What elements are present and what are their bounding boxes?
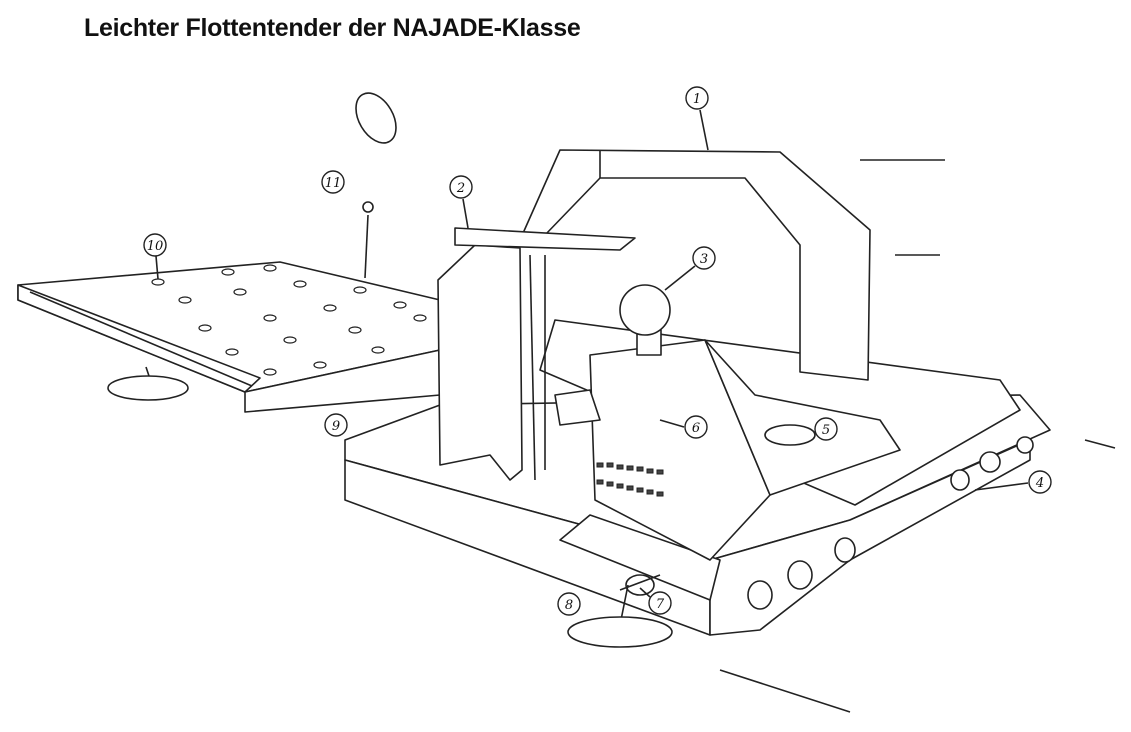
svg-text:1: 1 xyxy=(693,92,701,107)
svg-text:4: 4 xyxy=(1035,476,1044,491)
callout-3: 3 xyxy=(664,246,716,291)
svg-text:10: 10 xyxy=(147,239,164,254)
callout-11: 11 xyxy=(321,170,345,194)
callout-1: 1 xyxy=(685,86,709,151)
callout-10: 10 xyxy=(143,233,167,280)
thrusters xyxy=(567,436,1034,648)
callout-2: 2 xyxy=(449,175,473,229)
svg-text:2: 2 xyxy=(456,181,465,196)
svg-text:11: 11 xyxy=(325,176,342,191)
mast xyxy=(355,92,397,279)
callout-6: 6 xyxy=(659,415,708,439)
callout-4: 4 xyxy=(974,470,1052,494)
svg-text:8: 8 xyxy=(565,598,573,613)
callout-7: 7 xyxy=(639,587,672,615)
superstructure xyxy=(554,284,901,561)
drawing-title: Leichter Flottentender der NAJADE-Klasse xyxy=(84,14,581,42)
svg-text:5: 5 xyxy=(822,423,830,438)
callout-9: 9 xyxy=(324,413,348,437)
callout-labels: 1 2 3 4 5 6 7 8 9 10 11 xyxy=(143,86,1052,616)
callout-5: 5 xyxy=(814,417,838,441)
svg-text:6: 6 xyxy=(692,421,700,436)
svg-text:9: 9 xyxy=(332,419,340,434)
control-tower xyxy=(437,227,636,481)
flight-deck xyxy=(17,261,441,413)
callout-8: 8 xyxy=(557,592,581,616)
svg-text:3: 3 xyxy=(700,252,708,267)
svg-text:7: 7 xyxy=(656,597,665,612)
